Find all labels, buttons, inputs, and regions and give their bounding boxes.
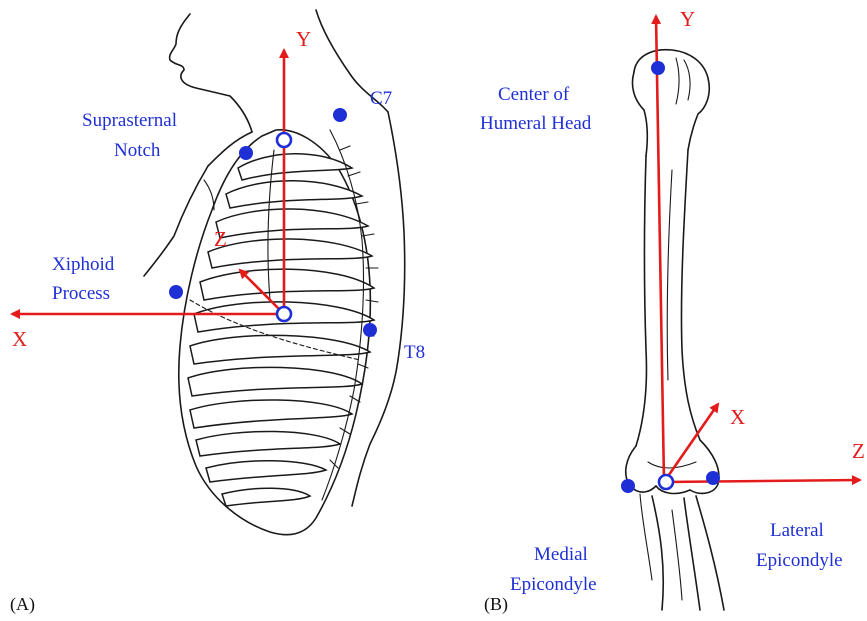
medial-epicondyle-marker [621,479,635,493]
xiphoid-label-1: Xiphoid [52,254,115,275]
rib [226,181,362,208]
axes-b: Y X Z [656,7,865,482]
forearm-line [672,510,682,600]
ulna-medial [652,496,663,610]
x-axis-label-a: X [12,327,27,351]
panel-label-a: (A) [10,594,35,615]
xiphoid-label-2: Process [52,283,110,304]
radius-outer [696,496,724,610]
panel-a: Y X Z Suprasternal Notch C7 Xiphoid Proc… [10,10,425,615]
panel-label-b: (B) [484,594,508,615]
lateral-label-2: Epicondyle [756,550,843,571]
y-axis-label-b: Y [680,7,695,31]
xiphoid-marker [169,285,183,299]
ulna-outer [640,494,652,580]
clavicle-line [204,180,214,210]
ribs [188,154,374,506]
chest-contour [144,166,208,276]
humeral-head-marker [651,61,665,75]
x-axis-label-b: X [730,405,745,429]
shaft-medial [636,156,647,446]
origin-marker-a [277,307,291,321]
rib [216,209,368,238]
fossa-line [648,462,696,468]
radius-lateral [684,498,700,610]
rib [196,431,340,456]
medial-label-2: Epicondyle [510,574,597,595]
rib [188,367,362,396]
origin-marker-notch [277,133,291,147]
suprasternal-notch-marker [239,146,253,160]
z-axis-label-a: Z [214,227,227,251]
lateral-label-1: Lateral [770,520,824,541]
humeral-head [634,50,709,150]
suprasternal-label-1: Suprasternal [82,110,177,131]
t8-label: T8 [404,342,425,363]
torso-illustration [144,10,405,535]
rib [206,461,326,482]
face-profile [170,14,252,132]
rib [238,154,352,180]
shaft-line [667,170,672,380]
c7-marker [333,108,347,122]
lateral-epicondyle-marker [706,471,720,485]
y-axis-label-a: Y [296,27,311,51]
suprasternal-label-2: Notch [114,140,161,161]
rib [190,335,370,364]
lateral-condyle [690,440,719,493]
t8-marker [363,323,377,337]
medial-label-1: Medial [534,544,588,565]
rib [190,400,352,428]
shaft-lateral [681,150,700,440]
z-axis-b [664,480,860,482]
back-contour [352,112,405,506]
rib [200,269,374,300]
humeral-head-label-2: Humeral Head [480,113,592,134]
y-axis-b [656,16,664,482]
rib [208,239,372,268]
origin-marker-b [659,475,673,489]
panel-b: Y X Z Center of Humeral Head Medial Epic… [480,7,865,615]
rib [222,488,310,506]
humeral-head-label-1: Center of [498,84,570,105]
tuberosity-lines [676,58,690,104]
z-axis-label-b: Z [852,439,865,463]
humerus-illustration [626,50,724,610]
c7-label: C7 [370,88,392,109]
humeral-neck [632,72,647,156]
